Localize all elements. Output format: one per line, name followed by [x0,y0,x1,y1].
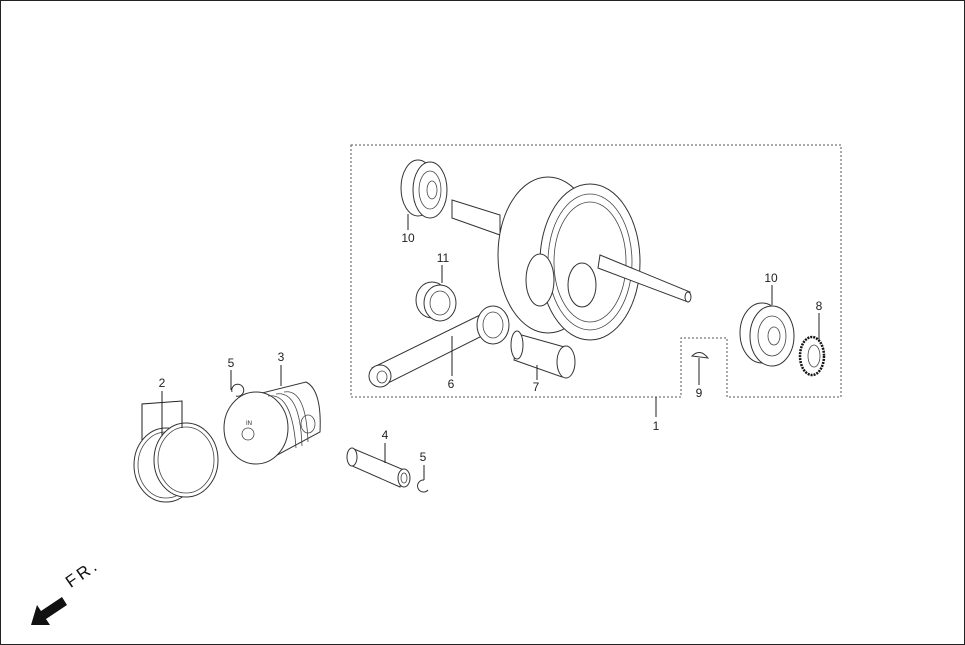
needle-bearing [415,281,457,322]
callout-5-left: 5 [227,356,235,370]
arrow-down-left-icon [31,597,67,625]
callout-8: 8 [815,299,823,313]
ball-bearing-right [739,302,795,367]
piston-pin-clip-right [417,479,429,493]
assembly-group-boundary [350,144,842,398]
crankshaft [451,176,692,341]
callout-9: 9 [695,386,703,400]
callout-2: 2 [158,376,166,390]
piston-marking: IN [246,421,252,427]
callout-4: 4 [381,428,389,442]
callout-5-right: 5 [419,450,427,464]
callout-10-right: 10 [764,271,778,285]
piston-pin [346,447,411,488]
callout-6: 6 [447,377,455,391]
crank-pin [510,330,576,379]
woodruff-key [690,352,710,359]
piston-ring-set [133,400,219,503]
callout-1: 1 [652,419,660,433]
callout-10-left: 10 [401,231,415,245]
ball-bearing-left [400,159,448,219]
callout-7: 7 [532,380,540,394]
callout-11: 11 [436,251,450,265]
piston-pin-clip-left [231,383,245,397]
oil-seal-gear [798,335,826,377]
callout-3: 3 [277,350,285,364]
connecting-rod [368,305,510,388]
piston [223,381,321,465]
